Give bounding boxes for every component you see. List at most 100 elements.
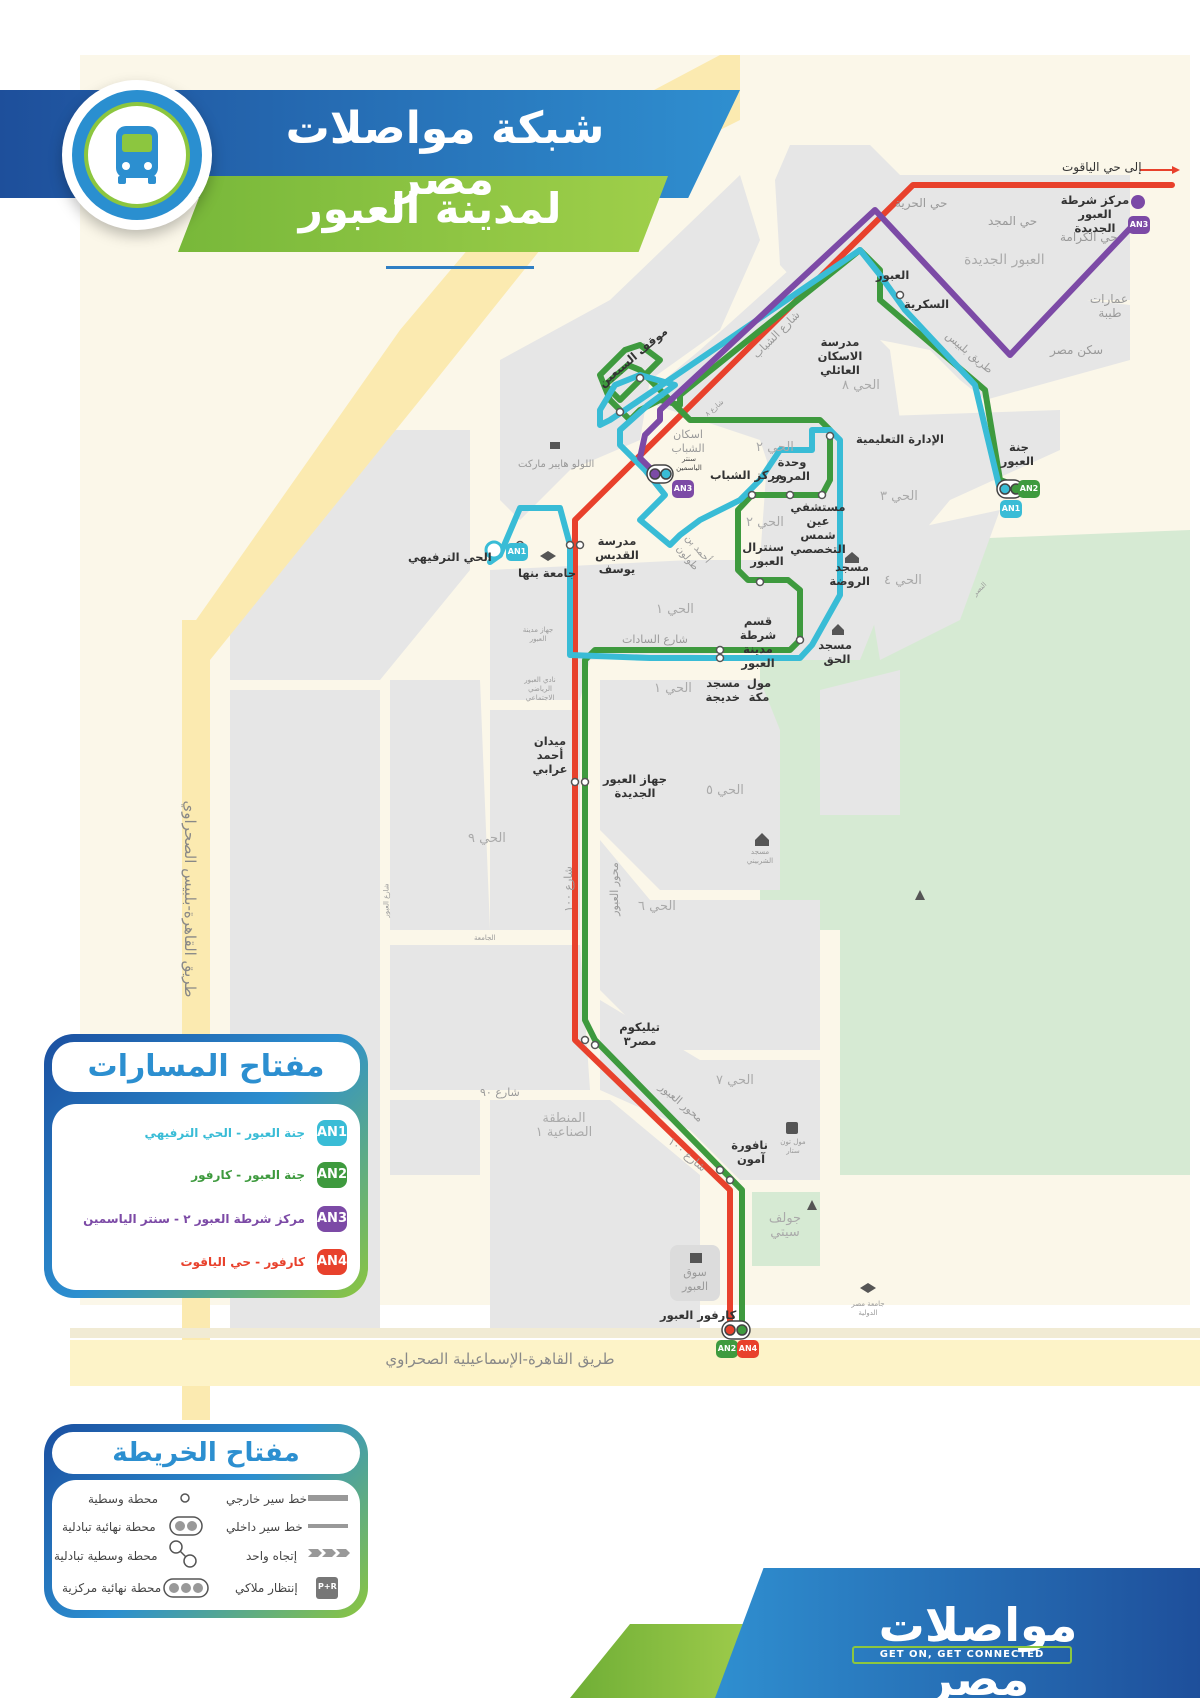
station-obour: العبور (876, 268, 910, 282)
district-6: الحي ٦ (638, 899, 676, 914)
map-legend-symbols (163, 1493, 350, 1599)
legend-label-an2: جنة العبور - كارفور (191, 1168, 305, 1182)
badge-an2-jannat: AN2 (1018, 480, 1040, 498)
station-rawda: مسجد الروضة (829, 560, 870, 588)
district-karama: حي الكرامة (1060, 230, 1118, 244)
legend-label-an4: كارفور - حي الياقوت (180, 1255, 305, 1269)
station-benha: جامعة بنها (518, 566, 577, 580)
district-5: الحي ٥ (706, 783, 744, 798)
legend-code-an2: AN2 (317, 1162, 347, 1188)
legend-terminal-transfer: محطة نهائية تبادلية (62, 1520, 156, 1534)
legend-code-an3: AN3 (317, 1206, 347, 1232)
legend-outer-route: خط سير خارجي (226, 1492, 308, 1506)
district-9: الحي ٩ (468, 831, 506, 846)
district-7: الحي ٧ (716, 1073, 754, 1088)
city-blocks (230, 145, 1130, 1330)
street-sadat: شارع السادات (622, 633, 688, 646)
badge-an2-carrefour: AN2 (716, 1340, 738, 1358)
station-police-new: مركز شرطة العبور الجديدة (1060, 193, 1130, 235)
bus-logo (62, 80, 212, 230)
footer-blue-band (715, 1568, 1200, 1698)
legend-mid-station: محطة وسطية (88, 1492, 159, 1506)
station-yasmin: سنتر الياسمين (676, 455, 702, 472)
station-traffic: وحدة المرور (773, 455, 810, 483)
poi-toon-mall: مول تون ستار (780, 1138, 806, 1155)
district-1a: الحي ١ (656, 602, 694, 617)
header-divider (386, 266, 534, 269)
route-an3-line (637, 207, 1141, 481)
street-90: شارع ٩٠ (480, 1086, 520, 1099)
street-jamaa: الجامعة (474, 934, 496, 942)
legend-parking: إنتظار ملاكي (235, 1581, 298, 1595)
station-khadija: مسجد خديجة (705, 676, 740, 704)
badge-an1-end: AN1 (506, 543, 528, 561)
legend-code-an4: AN4 (317, 1249, 347, 1275)
district-2a: الحي ٢ (756, 440, 794, 455)
station-central: سنترال العبور (742, 540, 784, 568)
station-youth-housing: اسكان الشباب (671, 428, 705, 455)
routes-legend-title: مفتاح المسارات (52, 1042, 360, 1092)
badge-an1-jannat: AN1 (1000, 500, 1022, 518)
street-100a: شارع ١٠٠ (561, 866, 575, 912)
road-cairo-ismailia: طريق القاهرة-الإسماعيلية الصحراوي (385, 1350, 615, 1368)
header-banner-green (178, 176, 668, 252)
parking-icon: P+R (318, 1582, 337, 1591)
station-youth-center: مركز الشباب (710, 468, 783, 482)
station-mecca: مول مكة (746, 676, 772, 704)
district-majd: حي المجد (988, 214, 1038, 228)
map-graphic (70, 55, 1200, 1420)
landmark-icons (540, 442, 925, 1293)
souq-box (670, 1245, 720, 1301)
legend-oneway: إتجاه واحد (246, 1549, 298, 1563)
map-legend-title: مفتاح الخريطة (52, 1432, 360, 1474)
routes-legend: مفتاح المسارات (44, 1034, 368, 1298)
page-subtitle: لمدينة العبور (298, 184, 562, 233)
legend-inner-route: خط سير داخلي (226, 1520, 303, 1534)
station-orabi: ميدان أحمد عرابي (532, 734, 568, 776)
district-souq: سوق العبور (681, 1266, 709, 1293)
poi-sherbini: مسجد الشربيني (746, 848, 774, 865)
street-obour: شارع العبور (382, 883, 391, 918)
golf-area (752, 1192, 820, 1266)
legend-mid-transfer: محطة وسطية تبادلية (54, 1549, 158, 1563)
street-mehwar-a: محور العبور (607, 862, 621, 916)
route-an1-line (487, 247, 1003, 661)
district-industrial: المنطقة الصناعية ١ (535, 1111, 593, 1140)
badge-an3-start: AN3 (1128, 216, 1150, 234)
to-yaqout-label: إلى حي الياقوت (1062, 160, 1142, 174)
station-hospital: مستشفي عين شمس التخصصي (790, 500, 846, 556)
station-police-obour: قسم شرطة مدينة العبور (739, 614, 777, 670)
ismailia-road (70, 1340, 1200, 1386)
district-8: الحي ٨ (842, 378, 880, 393)
district-3: الحي ٣ (880, 489, 918, 504)
legend-label-an3: مركز شرطة العبور ٢ - سنتر الياسمين (83, 1212, 305, 1226)
brand-logo: مواصلات مصر (878, 1598, 1078, 1698)
district-2b: الحي ٢ (746, 515, 784, 530)
terminals (484, 195, 1145, 1340)
district-new-obour: العبور الجديدة (964, 252, 1045, 268)
station-amon: نافورة آمون (731, 1138, 768, 1166)
district-hurriya: حي الحرية (895, 196, 948, 210)
station-family-school: مدرسة الاسكان العائلي (817, 335, 863, 377)
poi-sports-club: نادي العبور الرياضي الاجتماعي (524, 676, 556, 702)
station-sukkariya: السكرية (904, 297, 950, 311)
legend-terminal-central: محطة نهائية مركزية (62, 1581, 162, 1595)
bus-icon (116, 126, 158, 184)
station-jannat: جنة العبور (1000, 440, 1034, 468)
district-4: الحي ٤ (884, 573, 922, 588)
page-title: شبكة مواصلات مصر (285, 103, 605, 205)
map-legend: مفتاح الخريطة (44, 1424, 368, 1618)
station-agency: جهاز العبور الجديدة (602, 772, 668, 800)
station-st-joseph: مدرسة القديس يوسف (595, 534, 639, 576)
district-golf: جولف سيتي (768, 1211, 802, 1240)
district-taiba: عمارات طيبة (1089, 292, 1128, 320)
station-carrefour: كارفور العبور (660, 1308, 737, 1322)
badge-an4-carrefour: AN4 (737, 1340, 759, 1358)
station-telecom: تيليكوم مصر٣ (619, 1020, 660, 1048)
poi-city-agency: جهاز مدينة العبور (522, 626, 554, 643)
legend-code-an1: AN1 (317, 1120, 347, 1146)
route-map: AN3 AN1 AN2 AN3 AN1 AN2 AN4 طريق القاهرة… (70, 55, 1200, 1420)
legend-label-an1: جنة العبور - الحي الترفيهي (144, 1126, 305, 1140)
poi-lulu: اللولو هايبر ماركت (518, 459, 595, 470)
